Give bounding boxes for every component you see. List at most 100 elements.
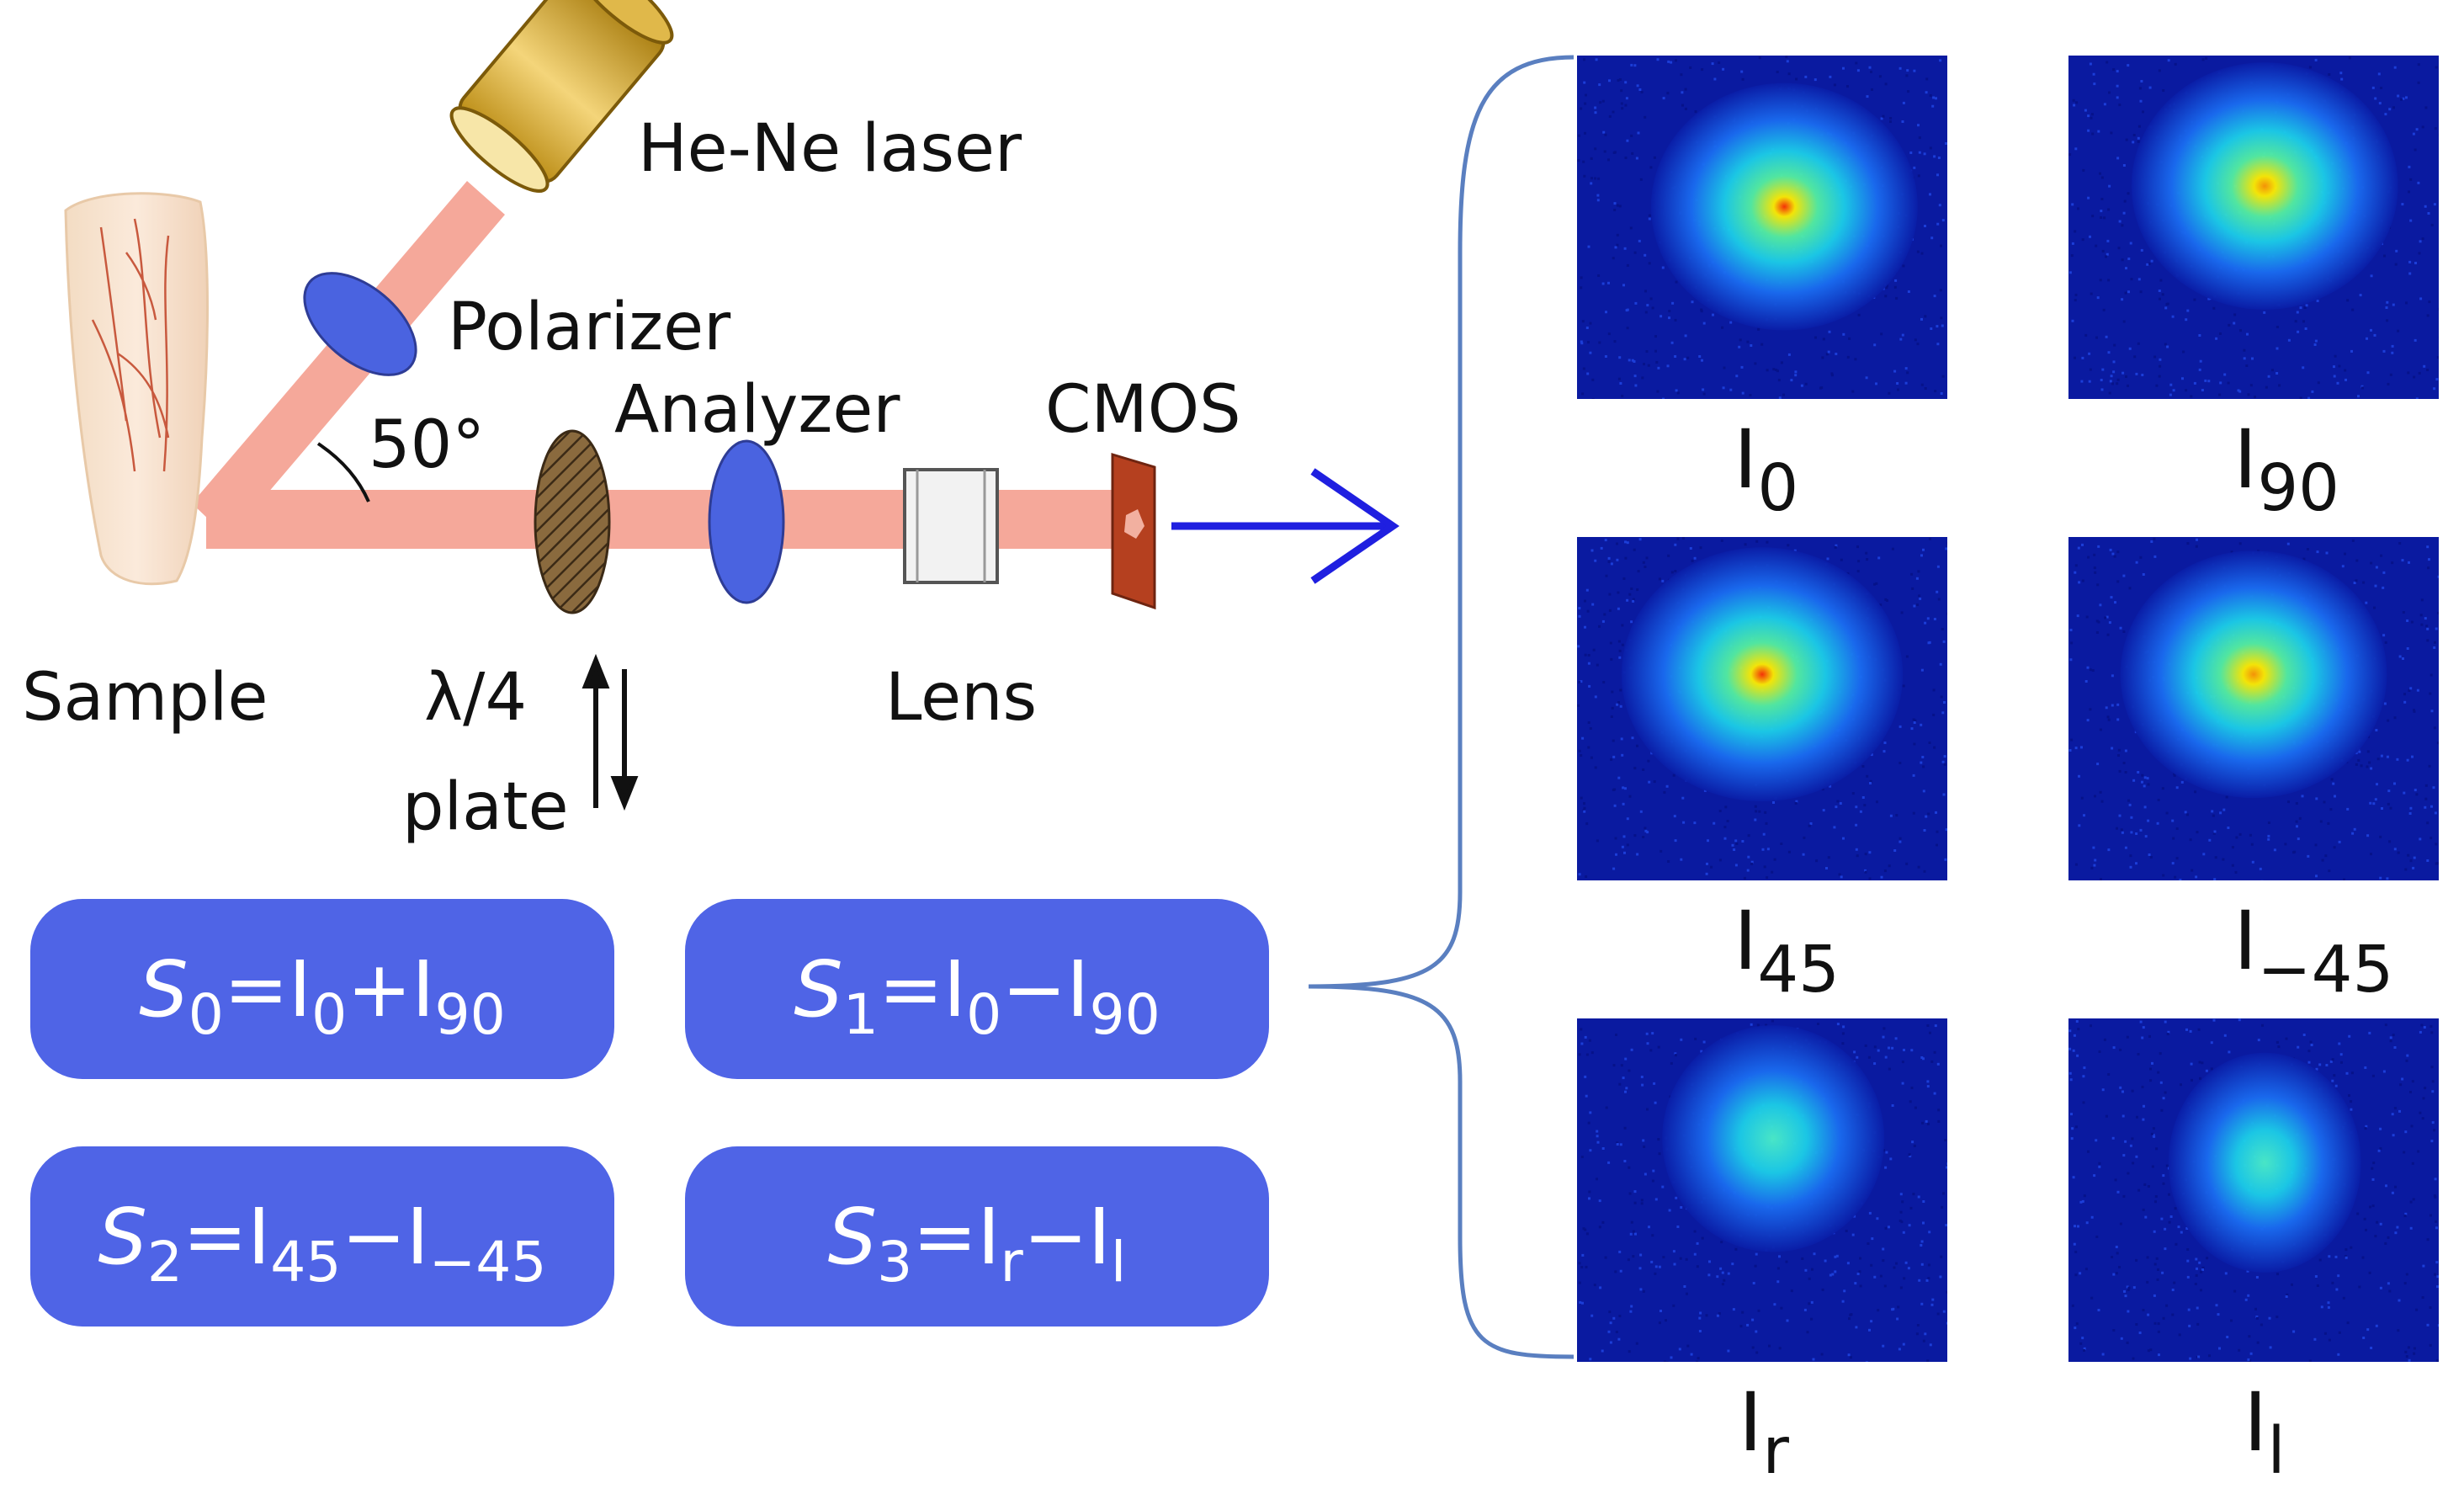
stokes-s0-formula: S0=I0+I90: [30, 899, 614, 1079]
speckle-blob: [2168, 1052, 2361, 1273]
speckle-pattern: [2068, 537, 2439, 880]
intensity-symbol: I: [247, 1191, 271, 1282]
stokes-index: 3: [877, 1229, 913, 1295]
speckle-image-ir: [1577, 1018, 1947, 1362]
speckle-blob: [2120, 550, 2387, 799]
reflected-beam: [206, 490, 1149, 549]
brace: [1308, 55, 1575, 1359]
polarizer: [303, 272, 417, 376]
stokes-symbol: S: [794, 944, 843, 1034]
stokes-symbol: S: [139, 944, 189, 1034]
sample-label: Sample: [22, 660, 268, 736]
lens: [903, 468, 999, 584]
stokes-symbol: S: [827, 1191, 878, 1282]
speckle-pattern: [1577, 537, 1947, 880]
quarter-wave-plate: [534, 429, 611, 614]
intensity-index: 0: [311, 981, 348, 1047]
intensity-symbol: I: [1739, 1375, 1763, 1470]
intensity-index: −45: [2257, 932, 2394, 1008]
stokes-s1-formula: S1=I0−I90: [685, 899, 1269, 1079]
speckle-image-i45: [1577, 537, 1947, 880]
operator: −: [1022, 1191, 1088, 1282]
intensity-index: 45: [1757, 932, 1840, 1008]
intensity-index: l: [2267, 1413, 2286, 1489]
speckle-pattern: [2068, 56, 2439, 399]
speckle-pattern: [1577, 56, 1947, 399]
speckle-blob: [2131, 62, 2398, 310]
noise-speckles: [2068, 1018, 2439, 1362]
intensity-index: l: [1110, 1229, 1127, 1295]
speckle-blob: [1621, 547, 1904, 802]
waveplate-label-1: λ/4: [424, 660, 528, 736]
stokes-index: 0: [188, 981, 224, 1047]
angle-label: 50°: [369, 407, 486, 483]
intensity-index: 0: [1757, 450, 1799, 526]
equals-sign: =: [878, 944, 943, 1034]
cmos-label: CMOS: [1045, 372, 1241, 448]
analyzer-label: Analyzer: [614, 372, 900, 448]
intensity-symbol: I: [2244, 1375, 2268, 1470]
cmos-sensor: [1111, 452, 1156, 610]
intensity-index: 90: [434, 981, 506, 1047]
intensity-index: −45: [428, 1229, 547, 1295]
stokes-index: 2: [146, 1229, 183, 1295]
laser: [449, 0, 674, 193]
speckle-blob: [1651, 82, 1918, 331]
operator: −: [341, 1191, 406, 1282]
image-label-il: Il: [2244, 1382, 2286, 1484]
angle-arc: [316, 442, 370, 502]
intensity-symbol: I: [412, 944, 435, 1034]
speckle-image-i90: [2068, 56, 2439, 399]
speckle-image-il: [2068, 1018, 2439, 1362]
intensity-symbol: I: [1734, 412, 1758, 507]
operator: −: [1001, 944, 1067, 1034]
polarizer-label: Polarizer: [448, 290, 731, 365]
intensity-symbol: I: [2233, 412, 2258, 507]
intensity-symbol: I: [1066, 944, 1090, 1034]
rotation-arrows: [581, 653, 639, 811]
operator: +: [347, 944, 412, 1034]
laser-label: He-Ne laser: [638, 111, 1022, 187]
intensity-index: r: [1000, 1229, 1023, 1295]
waveplate-label-2: plate: [402, 769, 569, 845]
stokes-symbol: S: [98, 1191, 147, 1282]
image-label-i0: I0: [1734, 419, 1798, 521]
speckle-pattern: [2068, 1018, 2439, 1362]
stokes-s3-formula: S3=Ir−Il: [685, 1146, 1269, 1327]
intensity-index: r: [1762, 1413, 1789, 1489]
stokes-s2-formula: S2=I45−I−45: [30, 1146, 614, 1327]
equals-sign: =: [183, 1191, 248, 1282]
speckle-pattern: [1577, 1018, 1947, 1362]
intensity-symbol: I: [406, 1191, 429, 1282]
equals-sign: =: [223, 944, 289, 1034]
intensity-index: 0: [966, 981, 1002, 1047]
output-arrow: [1171, 468, 1399, 584]
stokes-index: 1: [842, 981, 879, 1047]
image-label-i45: I45: [1734, 901, 1840, 1002]
intensity-symbol: I: [1734, 894, 1758, 988]
image-label-ir: Ir: [1739, 1382, 1789, 1484]
speckle-blob: [1662, 1025, 1885, 1252]
lens-label: Lens: [885, 660, 1038, 736]
intensity-index: 90: [2257, 450, 2340, 526]
intensity-index: 90: [1089, 981, 1160, 1047]
intensity-symbol: I: [977, 1191, 1001, 1282]
image-label-i90: I90: [2233, 419, 2339, 521]
formula-text: S2=I45−I−45: [98, 1191, 546, 1290]
formula-text: S1=I0−I90: [794, 944, 1160, 1043]
formula-text: S3=Ir−Il: [827, 1191, 1127, 1290]
image-label-i-45: I−45: [2233, 901, 2393, 1002]
speckle-image-i0: [1577, 56, 1947, 399]
formula-text: S0=I0+I90: [139, 944, 505, 1043]
analyzer: [708, 439, 785, 604]
intensity-index: 45: [270, 1229, 342, 1295]
intensity-symbol: I: [943, 944, 967, 1034]
intensity-symbol: I: [2233, 894, 2258, 988]
intensity-symbol: I: [288, 944, 312, 1034]
intensity-symbol: I: [1087, 1191, 1111, 1282]
speckle-image-i-45: [2068, 537, 2439, 880]
equals-sign: =: [912, 1191, 978, 1282]
sample-finger: [64, 192, 209, 586]
